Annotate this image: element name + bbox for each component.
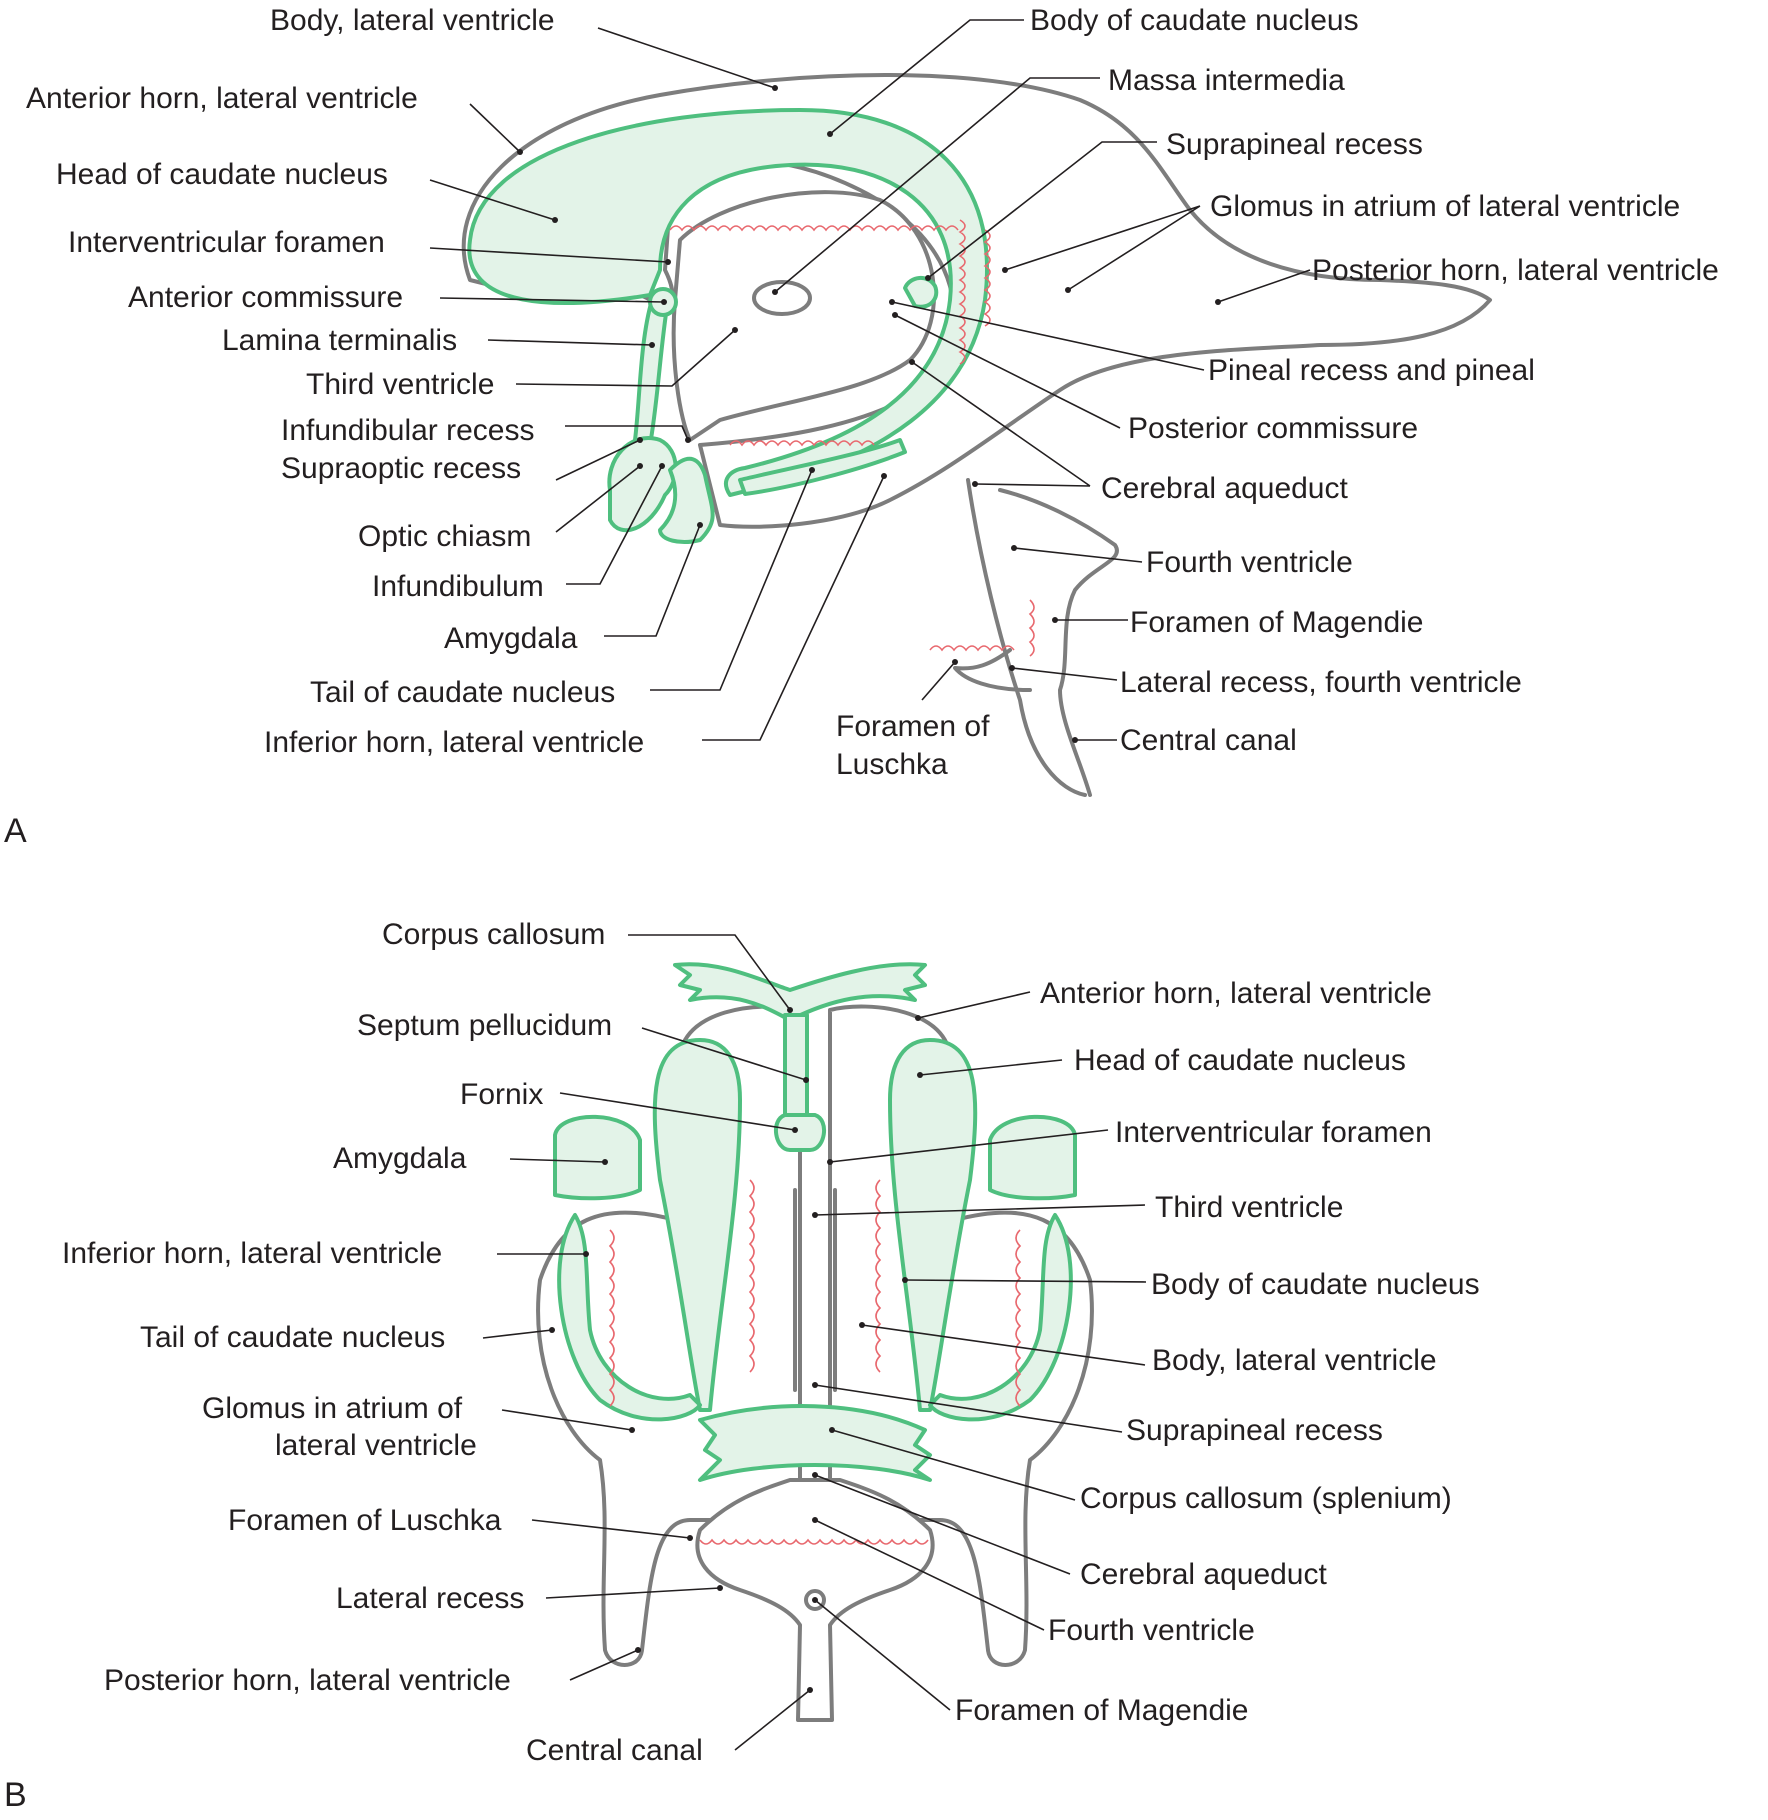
label-b-glomus-line2: lateral ventricle <box>275 1429 477 1462</box>
infundibulum-shape <box>658 456 715 544</box>
label-b-head-caudate: Head of caudate nucleus <box>1074 1044 1406 1077</box>
caudate-nucleus-shape <box>467 108 989 497</box>
plexus-b-left <box>608 1179 755 1407</box>
caudate-right-shape <box>888 1038 978 1412</box>
fourth-ventricle-plexus-a <box>929 599 1035 657</box>
label-b-splenium: Corpus callosum (splenium) <box>1080 1482 1452 1515</box>
label-a-infundibulum: Infundibulum <box>372 570 544 603</box>
label-a-supraoptic-recess: Supraoptic recess <box>281 452 521 485</box>
label-a-anterior-commissure: Anterior commissure <box>128 281 403 314</box>
label-a-pineal-recess: Pineal recess and pineal <box>1208 354 1535 387</box>
label-a-amygdala: Amygdala <box>444 622 578 655</box>
label-b-suprapineal-recess: Suprapineal recess <box>1126 1414 1383 1447</box>
tail-caudate-left-shape <box>557 1213 702 1422</box>
label-a-foramen-luschka-line2: Luschka <box>836 748 948 781</box>
panel-a-labels: Body, lateral ventricle Anterior horn, l… <box>4 4 1719 850</box>
amygdala-left-shape <box>553 1114 642 1201</box>
panel-b-leaders <box>482 934 1147 1751</box>
amygdala-right-shape <box>988 1114 1077 1201</box>
label-b-lateral-recess: Lateral recess <box>336 1582 524 1615</box>
label-a-infundibular-recess: Infundibular recess <box>281 414 534 447</box>
panel-a-leaders <box>429 19 1311 743</box>
optic-chiasm-shape <box>607 436 678 533</box>
label-a-glomus: Glomus in atrium of lateral ventricle <box>1210 190 1680 223</box>
septum-pellucidum-shape <box>783 1013 809 1117</box>
label-b-body-lateral-ventricle: Body, lateral ventricle <box>1152 1344 1437 1377</box>
label-b-interventricular-foramen: Interventricular foramen <box>1115 1116 1432 1149</box>
label-a-suprapineal-recess: Suprapineal recess <box>1166 128 1423 161</box>
massa-intermedia-shape <box>752 280 812 316</box>
inferior-horn-plexus-a <box>729 440 875 447</box>
lateral-recess-outline-a <box>953 648 1032 692</box>
label-a-head-caudate: Head of caudate nucleus <box>56 158 388 191</box>
tail-caudate-right-shape <box>928 1213 1073 1422</box>
label-b-central-canal: Central canal <box>526 1734 703 1767</box>
label-b-body-caudate: Body of caudate nucleus <box>1151 1268 1480 1301</box>
label-a-fourth-ventricle: Fourth ventricle <box>1146 546 1353 579</box>
label-a-foramen-luschka-line1: Foramen of <box>836 710 990 743</box>
panel-b-labels: Corpus callosum Septum pellucidum Fornix… <box>4 918 1480 1814</box>
pineal-shape <box>903 276 939 309</box>
lamina-terminalis-shape <box>633 298 670 447</box>
label-b-cerebral-aqueduct: Cerebral aqueduct <box>1080 1558 1327 1591</box>
label-a-cerebral-aqueduct: Cerebral aqueduct <box>1101 472 1348 505</box>
label-a-posterior-commissure: Posterior commissure <box>1128 412 1418 445</box>
label-b-inferior-horn: Inferior horn, lateral ventricle <box>62 1237 442 1270</box>
label-b-foramen-magendie: Foramen of Magendie <box>955 1694 1249 1727</box>
plexus-b-right <box>875 1179 1022 1407</box>
label-a-foramen-magendie: Foramen of Magendie <box>1130 606 1424 639</box>
label-b-fornix: Fornix <box>460 1078 543 1111</box>
tail-caudate-shape <box>738 438 907 496</box>
splenium-shape <box>698 1404 932 1482</box>
label-a-lamina-terminalis: Lamina terminalis <box>222 324 457 357</box>
label-a-tail-caudate: Tail of caudate nucleus <box>310 676 615 709</box>
label-a-optic-chiasm: Optic chiasm <box>358 520 531 553</box>
label-a-lateral-recess: Lateral recess, fourth ventricle <box>1120 666 1522 699</box>
panel-letter-b: B <box>4 1776 27 1814</box>
fornix-shape <box>774 1113 826 1152</box>
third-ventricle-slit <box>793 1188 837 1392</box>
panel-b-drawing <box>536 962 1094 1722</box>
plexus-b-fourth <box>699 1538 929 1545</box>
panel-letter-a: A <box>4 812 27 850</box>
label-b-fourth-ventricle: Fourth ventricle <box>1048 1614 1255 1647</box>
panel-a-drawing <box>461 73 1492 797</box>
label-b-posterior-horn: Posterior horn, lateral ventricle <box>104 1664 511 1697</box>
glomus-plexus-a <box>958 219 991 365</box>
label-a-anterior-horn: Anterior horn, lateral ventricle <box>26 82 418 115</box>
label-a-posterior-horn: Posterior horn, lateral ventricle <box>1312 254 1719 287</box>
label-a-body-caudate: Body of caudate nucleus <box>1030 4 1359 37</box>
choroid-plexus-a <box>669 225 959 232</box>
label-b-corpus-callosum: Corpus callosum <box>382 918 605 951</box>
label-a-interventricular-foramen: Interventricular foramen <box>68 226 385 259</box>
label-b-third-ventricle: Third ventricle <box>1155 1191 1343 1224</box>
label-b-septum-pellucidum: Septum pellucidum <box>357 1009 612 1042</box>
label-a-body-lateral-ventricle: Body, lateral ventricle <box>270 4 555 37</box>
label-a-inferior-horn: Inferior horn, lateral ventricle <box>264 726 644 759</box>
label-b-anterior-horn: Anterior horn, lateral ventricle <box>1040 977 1432 1010</box>
label-b-glomus-line1: Glomus in atrium of <box>202 1392 463 1425</box>
label-a-third-ventricle: Third ventricle <box>306 368 494 401</box>
label-b-amygdala: Amygdala <box>333 1142 467 1175</box>
label-b-tail-caudate: Tail of caudate nucleus <box>140 1321 445 1354</box>
fourth-ventricle-outline-a <box>998 488 1119 797</box>
label-a-central-canal: Central canal <box>1120 724 1297 757</box>
label-b-foramen-luschka: Foramen of Luschka <box>228 1504 502 1537</box>
label-a-massa-intermedia: Massa intermedia <box>1108 64 1345 97</box>
caudate-left-shape <box>652 1038 742 1412</box>
